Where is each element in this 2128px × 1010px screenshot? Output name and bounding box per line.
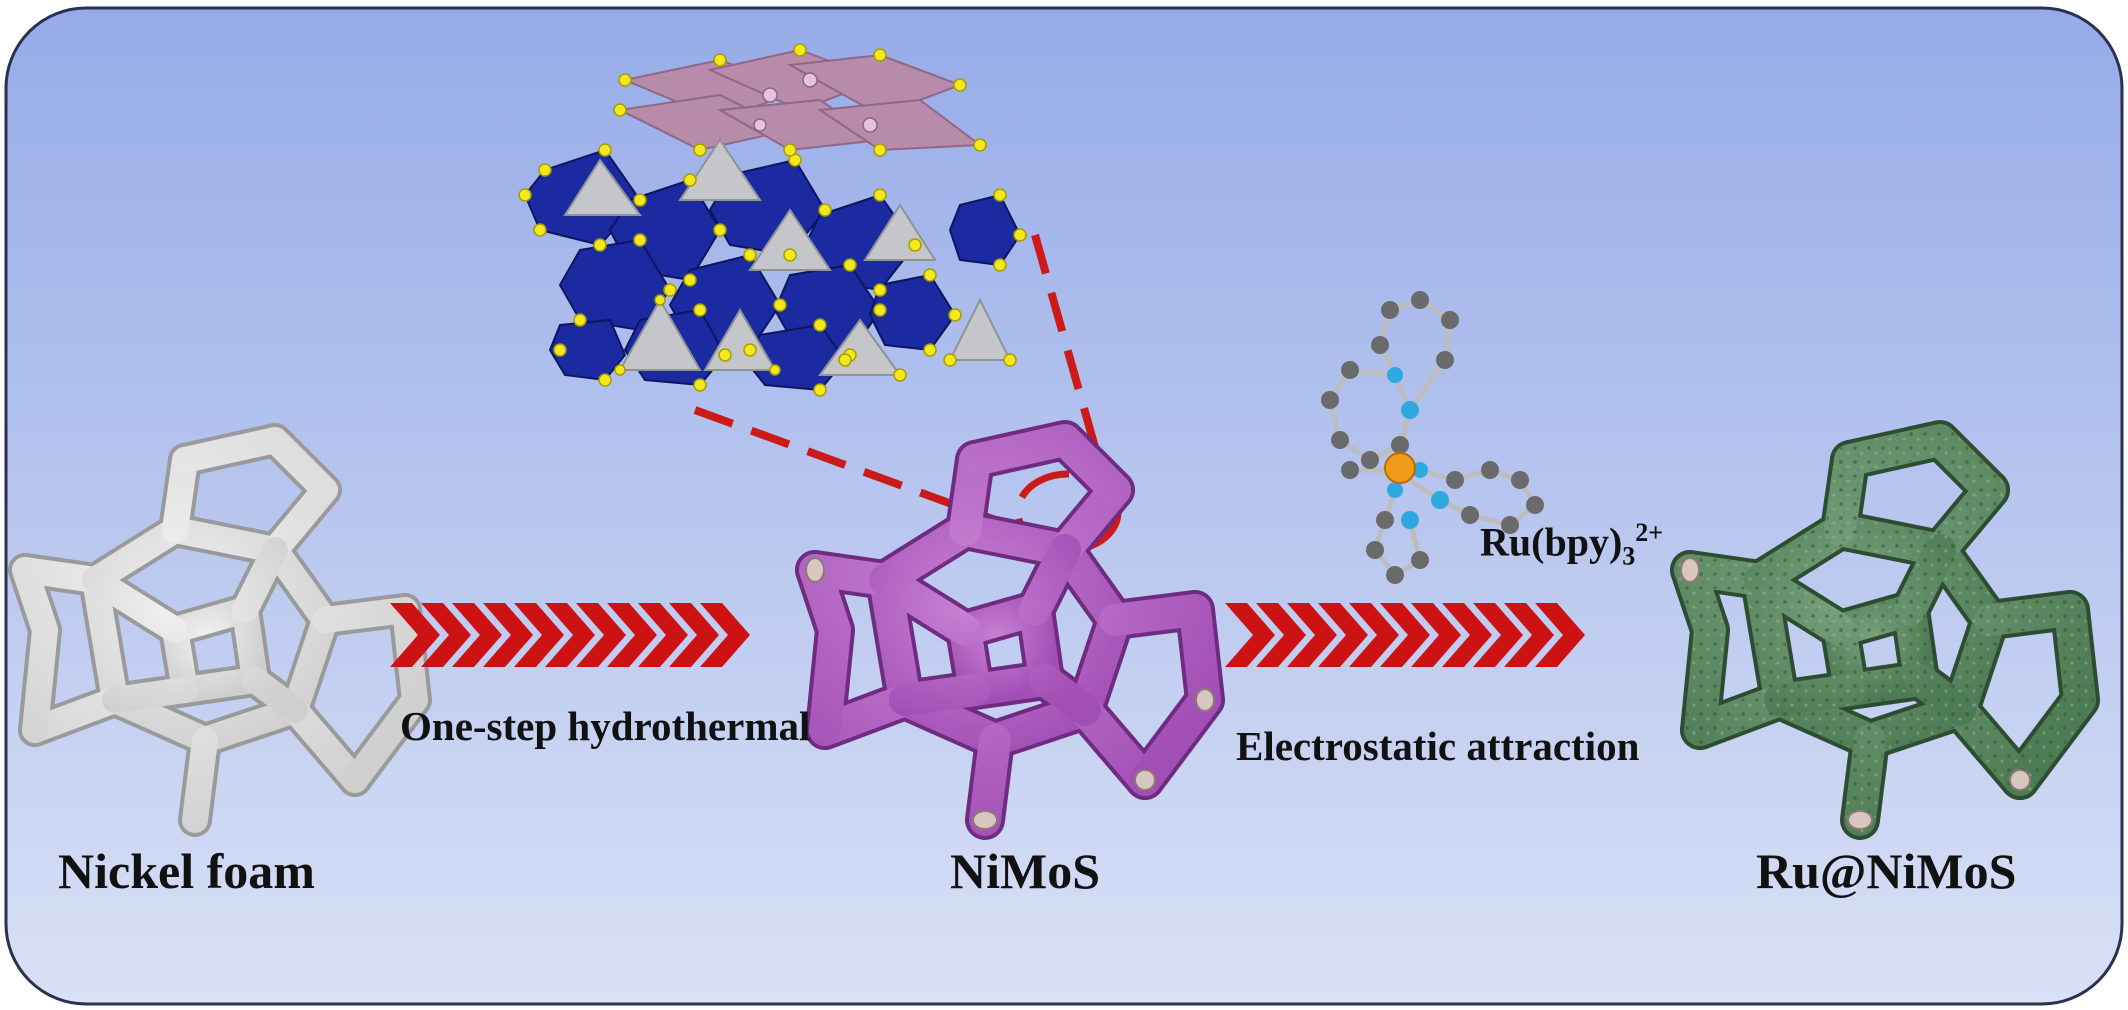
nimos-foam-icon <box>806 440 1214 829</box>
formula-superscript: 2+ <box>1635 518 1664 547</box>
formula-subscript: 3 <box>1622 541 1636 571</box>
nitrogen-atoms <box>1387 367 1449 529</box>
ru-nimos-foam-icon <box>1681 440 2080 829</box>
ru-bpy-formula-label: Ru(bpy)32+ <box>1480 518 1663 571</box>
nimos-label: NiMoS <box>950 843 1100 899</box>
carbon-atoms <box>1321 291 1544 584</box>
ruthenium-atom <box>1384 452 1416 484</box>
crystal-structure-icon <box>518 43 1027 397</box>
background-panel <box>4 6 2124 1006</box>
sulfur-atoms <box>518 43 1027 397</box>
mo-atoms <box>753 72 878 133</box>
hydrothermal-step-label: One-step hydrothermal <box>400 703 811 749</box>
ru-bpy-molecule-icon <box>1321 291 1544 584</box>
formula-base: Ru(bpy) <box>1480 519 1623 565</box>
ru-nimos-label: Ru@NiMoS <box>1756 843 2017 899</box>
mos2-top-layer <box>616 48 983 152</box>
electrostatic-step-label: Electrostatic attraction <box>1236 723 1640 769</box>
nickel-foam-label: Nickel foam <box>58 843 315 899</box>
